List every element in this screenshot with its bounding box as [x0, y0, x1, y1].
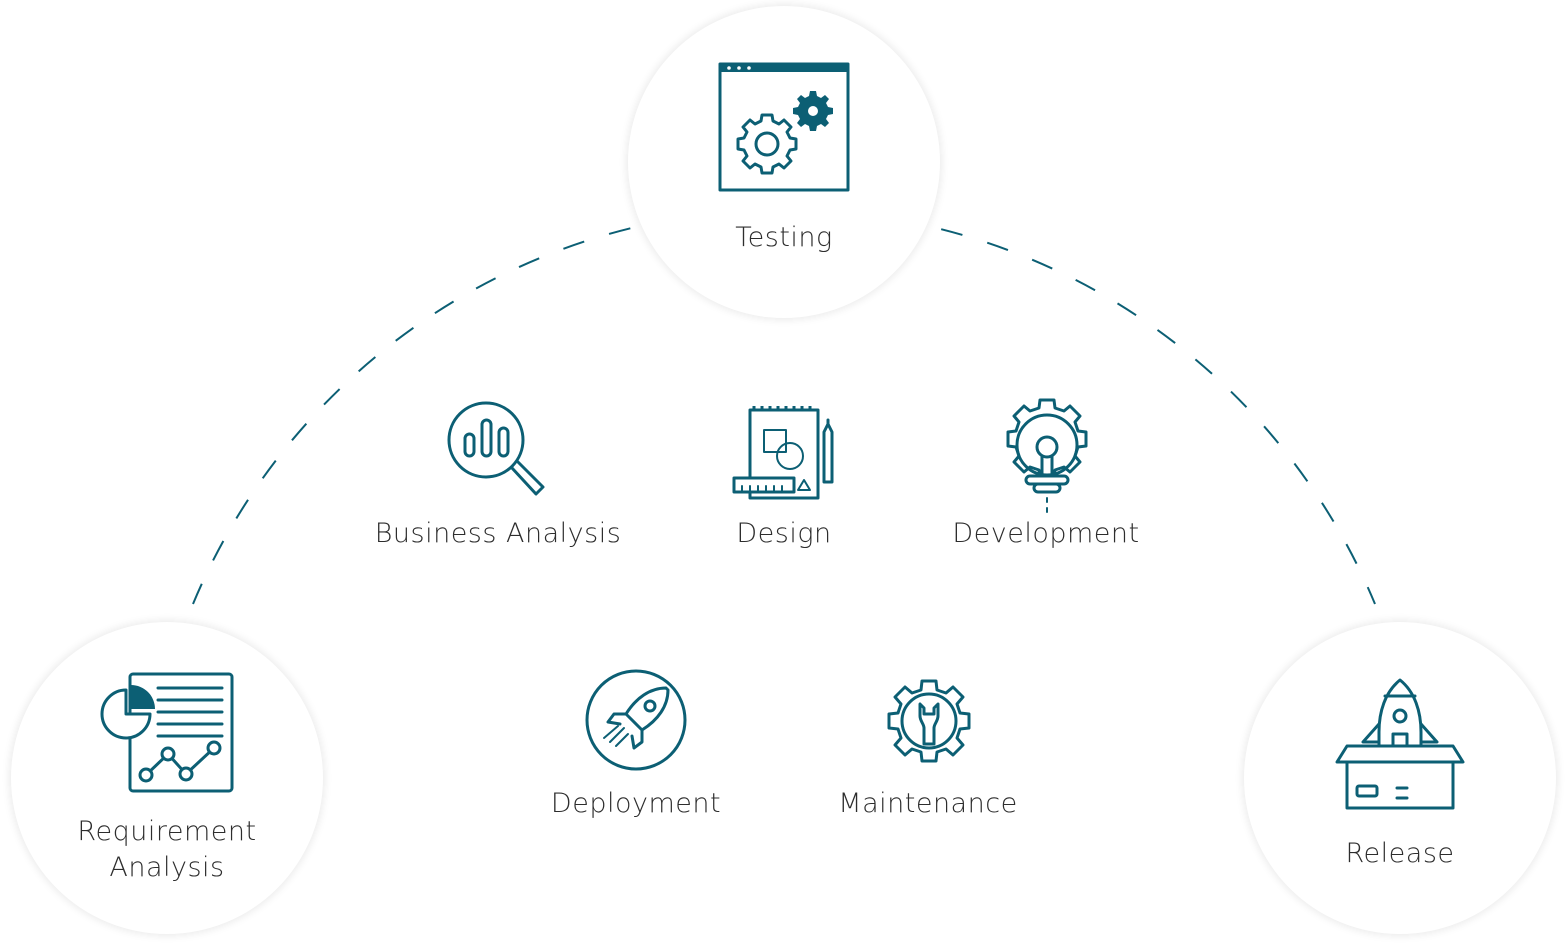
development-label: Development	[952, 518, 1140, 549]
report-chart-icon	[100, 672, 234, 793]
gear-lightbulb-icon	[1006, 398, 1088, 513]
gear-wrench-icon	[887, 679, 971, 763]
browser-gears-icon	[718, 62, 850, 192]
release-node[interactable]	[1244, 622, 1556, 934]
testing-label: Testing	[735, 222, 833, 253]
blueprint-ruler-icon	[732, 406, 834, 500]
magnifier-bar-chart-icon	[447, 401, 545, 496]
release-label: Release	[1345, 838, 1455, 869]
maintenance-label: Maintenance	[838, 788, 1018, 819]
rocket-circle-icon	[585, 669, 687, 771]
testing-node[interactable]	[628, 6, 940, 318]
business-analysis-label: Business Analysis	[374, 518, 622, 549]
requirement-analysis-label-line1: Requirement	[77, 816, 257, 847]
rocket-box-icon	[1335, 678, 1465, 810]
requirement-analysis-label-line2: Analysis	[109, 852, 225, 883]
deployment-label: Deployment	[550, 788, 722, 819]
design-label: Design	[736, 518, 832, 549]
